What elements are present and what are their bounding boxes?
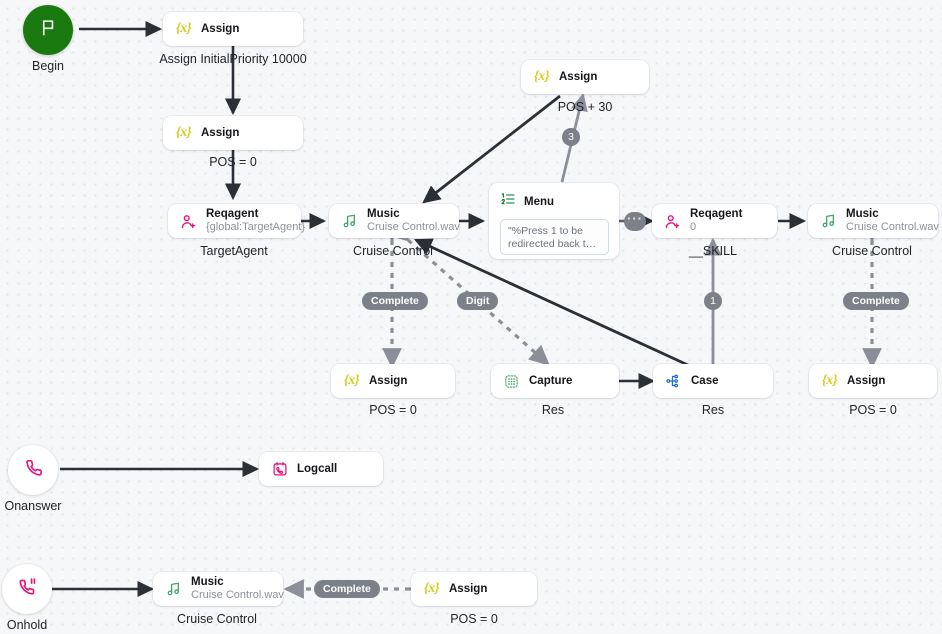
- node-reqagent-target-agent[interactable]: Reqagent {global:TargetAgent}: [168, 204, 306, 238]
- node-logcall[interactable]: Logcall: [259, 452, 383, 486]
- reqagent-icon: [664, 213, 681, 230]
- node-title: Assign: [201, 22, 240, 35]
- node-assign-pos-zero-a-caption: POS = 0: [209, 155, 257, 169]
- node-reqagent-skill-caption: __SKILL: [689, 244, 737, 258]
- edge-label-complete-left[interactable]: Complete: [362, 292, 428, 310]
- node-subtitle: 0: [690, 221, 697, 233]
- node-title: Logcall: [297, 462, 338, 475]
- phone-icon: [24, 458, 43, 482]
- trigger-onanswer[interactable]: [8, 445, 58, 495]
- trigger-begin-caption: Begin: [32, 59, 64, 73]
- logcall-icon: [271, 461, 288, 478]
- node-title: Capture: [529, 374, 573, 387]
- assign-icon: {x}: [343, 373, 360, 388]
- node-menu[interactable]: Menu "%Press 1 to be redirected back t…: [489, 183, 619, 259]
- node-subtitle: Cruise Control.wav: [846, 221, 939, 233]
- node-title: Assign: [449, 582, 488, 595]
- node-music-cruise-control-main[interactable]: Music Cruise Control.wav: [329, 204, 460, 238]
- node-title: Assign: [559, 70, 598, 83]
- assign-icon: {x}: [175, 21, 192, 36]
- edge-label-branch-3[interactable]: 3: [562, 128, 580, 146]
- node-case-res[interactable]: Case: [653, 364, 773, 398]
- node-music-right-caption: Cruise Control: [832, 244, 912, 258]
- node-title: Case: [691, 374, 719, 387]
- node-capture-res-caption: Res: [541, 403, 565, 417]
- reqagent-icon: [180, 213, 197, 230]
- node-case-res-caption: Res: [701, 403, 725, 417]
- node-music-hold-caption: Cruise Control: [177, 612, 257, 626]
- node-title: Music: [846, 208, 879, 220]
- assign-icon: {x}: [175, 125, 192, 140]
- assign-icon: {x}: [821, 373, 838, 388]
- trigger-begin[interactable]: [23, 5, 73, 55]
- node-music-main-caption: Cruise Control: [353, 244, 433, 258]
- music-icon: [165, 581, 182, 598]
- node-subtitle: Cruise Control.wav: [191, 589, 284, 601]
- edge-label-ellipsis[interactable]: ···: [624, 212, 646, 231]
- node-assign-hold-caption: POS = 0: [450, 612, 498, 626]
- node-capture-res[interactable]: Capture: [491, 364, 619, 398]
- assign-icon: {x}: [533, 69, 550, 84]
- node-title: Assign: [847, 374, 886, 387]
- node-assign-pos-plus-30[interactable]: {x} Assign: [521, 60, 649, 94]
- node-music-cruise-control-right[interactable]: Music Cruise Control.wav: [808, 204, 939, 238]
- node-title: Music: [367, 208, 400, 220]
- node-assign-pos-zero-b[interactable]: {x} Assign: [331, 364, 455, 398]
- case-icon: [665, 373, 682, 390]
- node-assign-pos-zero-c[interactable]: {x} Assign: [809, 364, 937, 398]
- node-title: Reqagent: [206, 208, 259, 220]
- edge-label-branch-1[interactable]: 1: [704, 292, 722, 310]
- node-assign-initial-priority-caption: Assign InitialPriority 10000: [159, 52, 307, 66]
- node-title: Assign: [201, 126, 240, 139]
- node-title: Assign: [369, 374, 408, 387]
- trigger-onhold[interactable]: [2, 564, 52, 614]
- music-icon: [820, 213, 837, 230]
- node-assign-initial-priority[interactable]: {x} Assign: [163, 12, 303, 46]
- node-assign-pos-plus-30-caption: POS + 30: [557, 100, 613, 114]
- node-title: Menu: [524, 195, 555, 208]
- node-music-cruise-control-hold[interactable]: Music Cruise Control.wav: [153, 572, 284, 606]
- flag-icon: [39, 18, 58, 42]
- edge-label-digit[interactable]: Digit: [457, 292, 499, 310]
- music-icon: [341, 213, 358, 230]
- edge-label-complete-hold[interactable]: Complete: [314, 580, 380, 598]
- menu-icon: [500, 191, 516, 212]
- phone-pause-icon: [18, 577, 37, 601]
- node-subtitle: Cruise Control.wav: [367, 221, 460, 233]
- assign-icon: {x}: [423, 581, 440, 596]
- node-assign-pos-zero-a[interactable]: {x} Assign: [163, 116, 303, 150]
- node-assign-pos-zero-b-caption: POS = 0: [369, 403, 417, 417]
- node-subtitle: {global:TargetAgent}: [206, 221, 306, 233]
- menu-prompt-text[interactable]: "%Press 1 to be redirected back t…: [500, 219, 609, 255]
- node-assign-pos-zero-c-caption: POS = 0: [849, 403, 897, 417]
- trigger-onhold-caption: Onhold: [6, 618, 48, 632]
- node-title: Music: [191, 576, 224, 588]
- node-reqagent-skill[interactable]: Reqagent 0: [652, 204, 777, 238]
- node-reqagent-target-agent-caption: TargetAgent: [200, 244, 268, 258]
- node-assign-hold[interactable]: {x} Assign: [411, 572, 537, 606]
- edge-label-complete-right[interactable]: Complete: [843, 292, 909, 310]
- node-title: Reqagent: [690, 208, 743, 220]
- capture-icon: [503, 373, 520, 390]
- trigger-onanswer-caption: Onanswer: [4, 499, 62, 513]
